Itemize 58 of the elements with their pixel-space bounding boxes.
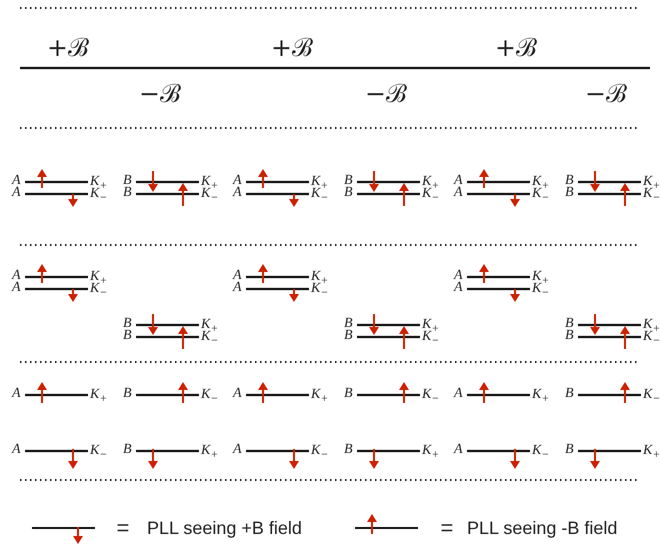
level-label: K$_{−}$ xyxy=(532,444,550,460)
state-label: A xyxy=(454,443,463,457)
field-label: +ℬ xyxy=(47,34,89,60)
legend-label: PLL seeing +B field xyxy=(147,519,302,537)
state-label: A xyxy=(454,281,463,295)
state-label: B xyxy=(344,186,353,200)
state-label: B xyxy=(565,174,574,188)
state-label: A xyxy=(233,269,242,283)
state-label: A xyxy=(454,174,463,188)
state-label: B xyxy=(565,329,574,343)
state-label: A xyxy=(12,443,21,457)
state-label: A xyxy=(12,281,21,295)
field-label: +ℬ xyxy=(271,34,313,60)
level-label: K$_{−}$ xyxy=(90,444,108,460)
equals-sign: = xyxy=(440,517,454,539)
state-label: A xyxy=(12,387,21,401)
field-label: −ℬ xyxy=(585,80,627,106)
state-label: A xyxy=(233,174,242,188)
state-label: A xyxy=(12,174,21,188)
state-label: A xyxy=(233,186,242,200)
level-label: K$_{+}$ xyxy=(201,444,218,460)
state-label: B xyxy=(123,387,132,401)
field-label: −ℬ xyxy=(139,80,181,106)
state-label: B xyxy=(344,443,353,457)
state-label: B xyxy=(123,317,132,331)
level-label: K$_{+}$ xyxy=(532,388,550,404)
state-label: B xyxy=(565,443,574,457)
state-label: B xyxy=(344,329,353,343)
state-label: B xyxy=(123,443,132,457)
level-label: K$_{−}$ xyxy=(201,388,218,404)
level-label: K$_{−}$ xyxy=(643,388,660,404)
state-label: B xyxy=(565,387,574,401)
level-label: K$_{+}$ xyxy=(422,444,440,460)
level-label: K$_{−}$ xyxy=(311,444,328,460)
level-label: K$_{+}$ xyxy=(90,388,108,404)
state-label: B xyxy=(344,387,353,401)
state-label: B xyxy=(123,329,132,343)
state-label: B xyxy=(565,186,574,200)
equals-sign: = xyxy=(116,517,130,539)
field-label: +ℬ xyxy=(495,34,537,60)
state-label: A xyxy=(233,281,242,295)
state-label: A xyxy=(233,443,242,457)
state-label: A xyxy=(454,269,463,283)
state-label: B xyxy=(123,186,132,200)
state-label: A xyxy=(12,186,21,200)
state-label: A xyxy=(12,269,21,283)
state-label: A xyxy=(454,387,463,401)
legend-label: PLL seeing -B field xyxy=(467,519,618,537)
state-label: B xyxy=(123,174,132,188)
state-label: A xyxy=(233,387,242,401)
state-label: B xyxy=(344,174,353,188)
state-label: B xyxy=(565,317,574,331)
state-label: B xyxy=(344,317,353,331)
level-label: K$_{+}$ xyxy=(643,444,660,460)
level-label: K$_{−}$ xyxy=(422,388,440,404)
field-label: −ℬ xyxy=(365,80,407,106)
level-label: K$_{+}$ xyxy=(311,388,328,404)
state-label: A xyxy=(454,186,463,200)
